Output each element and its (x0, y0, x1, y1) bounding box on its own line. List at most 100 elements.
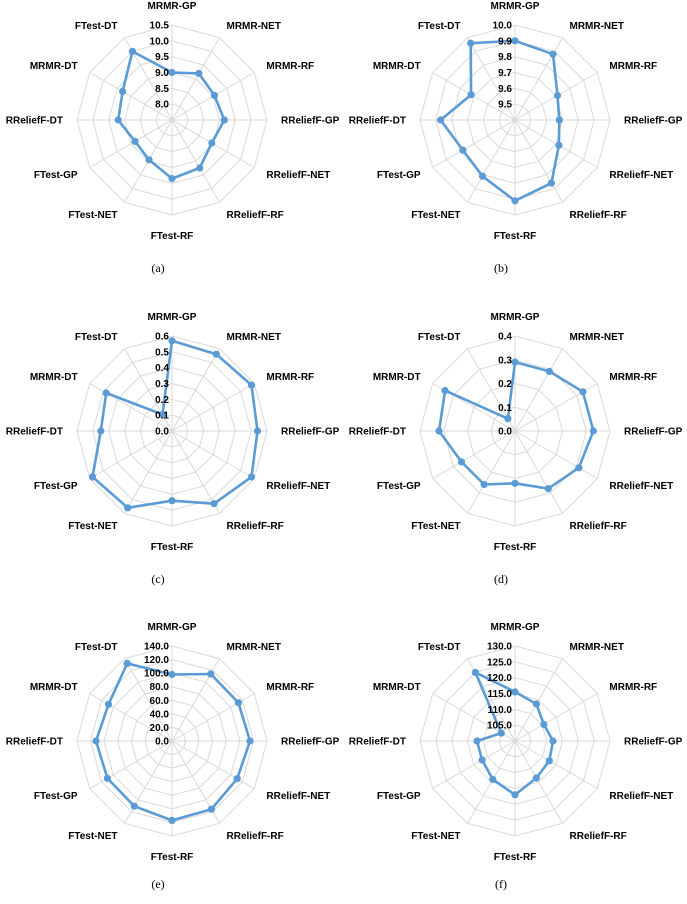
tick-label: 60.0 (150, 696, 170, 707)
grid-spoke (89, 72, 173, 121)
grid-spoke (514, 740, 598, 789)
category-label: MRMR-DT (30, 372, 78, 383)
grid-spoke (514, 430, 563, 514)
data-point (168, 670, 176, 679)
data-point (119, 87, 127, 96)
tick-label: 0.1 (498, 403, 512, 414)
radar-chart-4: 0.00.10.20.30.4MRMR-GPMRMR-NETMRMR-RFRRe… (349, 312, 683, 586)
data-point (168, 816, 176, 825)
category-label: MRMR-NET (570, 642, 624, 653)
tick-label: 110.0 (488, 705, 513, 716)
category-label: FTest-DT (418, 21, 461, 32)
data-point (511, 358, 519, 366)
category-label: FTest-DT (75, 332, 118, 343)
series-line (91, 339, 259, 510)
category-label: MRMR-NET (570, 332, 624, 343)
category-label: FTest-NET (411, 521, 460, 532)
grid-spoke (89, 740, 173, 789)
data-point (473, 737, 481, 745)
data-point (553, 91, 562, 100)
category-label: RReliefF-GP (281, 116, 340, 127)
grid-spoke (467, 430, 516, 514)
series-line (439, 39, 561, 203)
category-label: RReliefF-GP (281, 427, 340, 438)
data-point (435, 427, 443, 435)
category-label: FTest-GP (34, 791, 78, 802)
tick-label: 0.4 (498, 332, 512, 343)
tick-label: 125.0 (487, 657, 512, 668)
category-label: MRMR-RF (266, 61, 314, 72)
data-point (247, 381, 256, 389)
tick-label: 80.0 (150, 682, 170, 693)
tick-label: 0.3 (155, 379, 169, 390)
data-point (467, 39, 475, 47)
data-point (207, 670, 215, 678)
category-label: FTest-RF (494, 852, 537, 863)
category-label: MRMR-RF (609, 682, 657, 693)
category-label: MRMR-GP (148, 1, 197, 12)
category-label: MRMR-DT (30, 61, 78, 72)
data-point (158, 410, 167, 419)
grid-spoke (467, 37, 516, 121)
grid-spoke (432, 430, 516, 479)
category-label: FTest-GP (34, 481, 78, 492)
data-point (195, 69, 203, 77)
data-point (234, 699, 242, 707)
data-point (579, 388, 587, 396)
tick-label: 140.0 (144, 642, 169, 653)
data-point (459, 146, 467, 154)
data-point (131, 137, 139, 145)
data-point (124, 504, 132, 512)
tick-label: 0.0 (155, 427, 169, 438)
data-point (545, 367, 554, 375)
data-point (103, 774, 111, 782)
tick-label: 100.0 (144, 669, 169, 680)
grid-spoke (171, 348, 220, 432)
tick-label: 10.0 (150, 36, 170, 47)
tick-label: 120.0 (144, 655, 169, 666)
category-label: MRMR-RF (609, 372, 657, 383)
grid-spoke (124, 430, 173, 514)
tick-label: 115.0 (488, 689, 513, 700)
tick-label: 0.2 (155, 395, 169, 406)
data-point (544, 485, 552, 493)
category-label: RReliefF-NET (609, 481, 673, 492)
data-point (114, 116, 122, 124)
tick-label: 20.0 (150, 723, 170, 734)
tick-label: 0.4 (155, 363, 169, 374)
category-label: RReliefF-DT (349, 116, 406, 127)
category-label: MRMR-DT (30, 682, 78, 693)
grid-spoke (432, 740, 516, 789)
category-label: RReliefF-NET (609, 170, 673, 181)
grid-spoke (124, 740, 173, 824)
data-point (547, 179, 556, 187)
data-point (437, 116, 445, 124)
data-point (145, 156, 153, 164)
category-label: RReliefF-DT (6, 427, 63, 438)
category-label: RReliefF-RF (570, 521, 627, 532)
radar-chart-6: 105.0110.0115.0120.0125.0130.0MRMR-GPMRM… (349, 622, 683, 891)
category-label: FTest-DT (75, 642, 118, 653)
data-point (511, 791, 519, 799)
data-point (441, 387, 449, 395)
category-label: FTest-RF (494, 542, 537, 553)
tick-label: 8.5 (155, 84, 169, 95)
category-label: FTest-NET (68, 831, 117, 842)
data-point (104, 700, 113, 709)
category-label: RReliefF-DT (6, 116, 63, 127)
category-label: MRMR-DT (373, 372, 421, 383)
chart-caption: (d) (494, 572, 508, 586)
category-label: RReliefF-DT (349, 737, 406, 748)
radar-chart-1: 8.08.59.09.510.010.5MRMR-GPMRMR-NETMRMR-… (6, 1, 340, 275)
tick-label: 10.0 (493, 21, 513, 32)
data-point (246, 737, 254, 745)
category-label: RReliefF-NET (266, 481, 330, 492)
category-label: FTest-NET (68, 210, 117, 221)
data-point (92, 737, 100, 745)
category-label: RReliefF-DT (349, 427, 406, 438)
grid-spoke (514, 658, 563, 742)
data-point (575, 464, 583, 472)
category-label: MRMR-NET (227, 642, 281, 653)
